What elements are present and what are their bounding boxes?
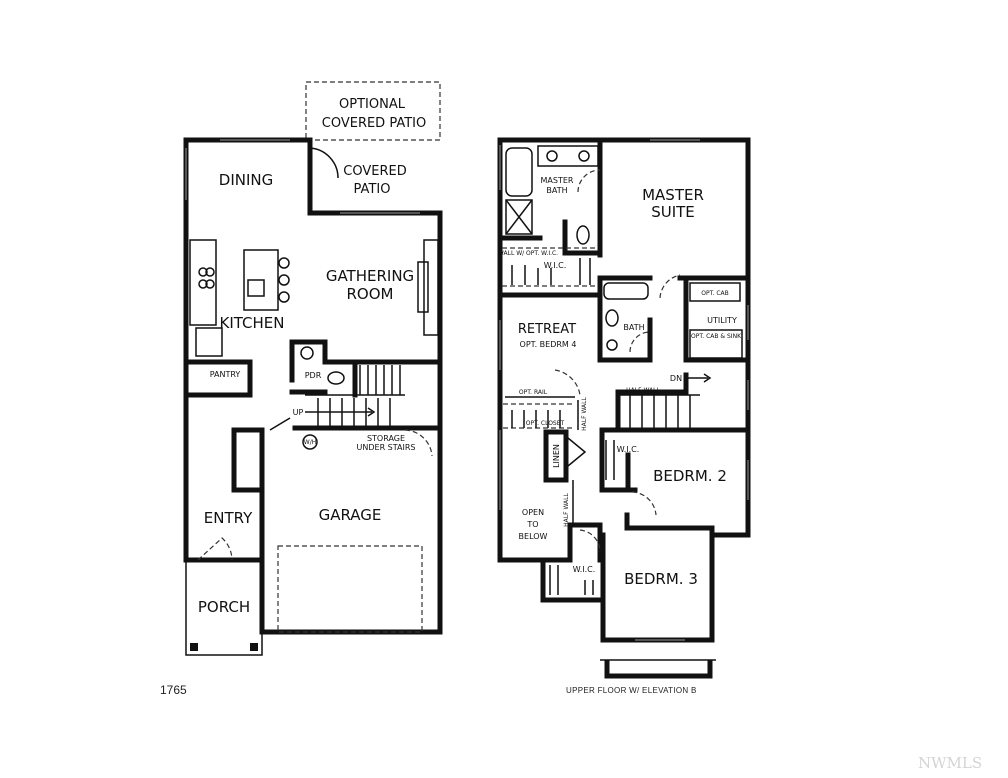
note-label: OPT. CLOSET <box>526 420 565 427</box>
room-label: BATH <box>546 186 567 195</box>
toilet-icon <box>576 225 590 245</box>
room-label: COVERED PATIO <box>322 116 426 131</box>
room-label: COVERED <box>343 164 406 179</box>
room-label-porch: PORCH <box>198 598 250 616</box>
upper-floor-plan <box>497 137 751 679</box>
note-label: OPT. CAB <box>701 290 729 297</box>
entry-closet-wall <box>231 427 265 493</box>
room-label-linen: LINEN <box>552 444 561 468</box>
room-label: W.I.C. <box>573 565 596 574</box>
room-label: MASTER <box>541 176 574 185</box>
pdr-sink-icon <box>300 346 314 360</box>
bathtub-icon <box>505 147 533 197</box>
main-stairs <box>305 365 405 426</box>
room-label-bedrm3: BEDRM. 3 <box>624 570 698 588</box>
shower-icon <box>505 199 533 235</box>
main-floor-plan <box>183 81 443 656</box>
note-label: WALL W/ OPT. W.I.C. <box>498 250 558 257</box>
kitchen-counter <box>189 239 217 326</box>
room-label: OPT. BEDRM 4 <box>520 340 577 349</box>
room-label-bedrm2: BEDRM. 2 <box>653 467 727 485</box>
optional-patio-outline <box>305 81 441 141</box>
note-label: HALF WALL <box>581 396 588 430</box>
storage-label: STORAGE <box>367 434 405 443</box>
wh-label: W/H <box>304 439 316 446</box>
linen-closet <box>543 429 569 483</box>
room-label: W.I.C. <box>617 445 640 454</box>
sink-icon <box>247 279 265 297</box>
note-label: OPT. CAB & SINK <box>691 333 742 340</box>
patio-door-swing <box>309 147 339 179</box>
room-label: BELOW <box>519 532 548 541</box>
room-label-garage: GARAGE <box>319 506 382 524</box>
stairs-down-label: DN <box>670 374 682 383</box>
room-label: OPTIONAL <box>339 97 406 112</box>
main-floor-labels: OPTIONAL COVERED PATIO DINING COVERED PA… <box>198 97 426 616</box>
stairs-up-label: UP <box>293 408 304 417</box>
room-label-utility: UTILITY <box>707 316 737 325</box>
room-label-dining: DINING <box>219 171 273 189</box>
room-label: PATIO <box>354 182 391 197</box>
room-label-retreat: RETREAT <box>518 322 576 337</box>
upper-floor-caption: UPPER FLOOR W/ ELEVATION B <box>566 686 697 695</box>
storage-label: UNDER STAIRS <box>357 443 416 452</box>
note-label: OPT. RAIL <box>519 389 548 396</box>
note-label: HALF WALL <box>563 492 570 526</box>
note-label: HALF WALL <box>626 387 660 394</box>
water-heater-icon <box>302 434 318 450</box>
room-label-kitchen: KITCHEN <box>220 314 285 332</box>
room-label-master: SUITE <box>651 203 695 221</box>
room-label-master: MASTER <box>642 186 704 204</box>
garage-door-outline <box>277 545 423 633</box>
room-label: W.I.C. <box>544 261 567 270</box>
room-label-gathering: ROOM <box>347 285 394 303</box>
pantry-wall <box>183 359 253 398</box>
room-label-pantry: PANTRY <box>210 370 241 379</box>
main-wall-right <box>183 137 443 635</box>
kitchen-island <box>243 249 279 311</box>
nwmls-watermark: NWMLS <box>918 754 983 772</box>
room-label-gathering: GATHERING <box>326 267 414 285</box>
fireplace <box>423 239 439 336</box>
room-label: OPEN <box>522 508 544 517</box>
room-label: TO <box>526 520 538 529</box>
room-label-pdr: PDR <box>305 371 322 380</box>
plan-code: 1765 <box>160 683 187 697</box>
pdr-toilet-icon <box>327 371 345 385</box>
room-label-bath: BATH <box>623 323 644 332</box>
room-label-entry: ENTRY <box>204 509 253 527</box>
upper-stairs <box>618 373 712 430</box>
upper-floor-labels: MASTER BATH MASTER SUITE WALL W/ OPT. W.… <box>498 176 742 588</box>
